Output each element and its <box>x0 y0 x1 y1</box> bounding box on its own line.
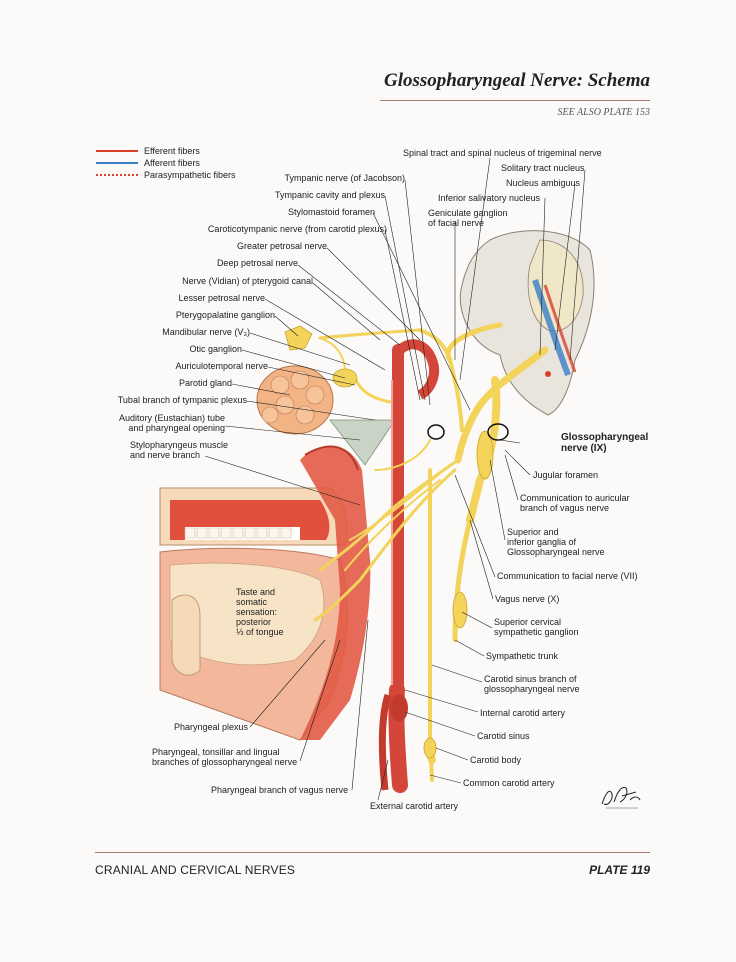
label-external-carotid: External carotid artery <box>370 801 459 811</box>
label-auditory-1: Auditory (Eustachian) tube <box>118 413 225 423</box>
label-parotid: Parotid gland <box>178 378 232 388</box>
label-greater-petrosal: Greater petrosal nerve <box>236 241 327 251</box>
label-stylopharyngeus-1: Stylopharyngeus muscle <box>130 440 229 450</box>
superior-cervical-ganglion <box>452 591 468 629</box>
footer-rule <box>95 852 650 853</box>
label-auriculotemporal: Auriculotemporal nerve <box>175 361 268 371</box>
label-geniculate-1: Geniculate ganglion <box>428 208 508 218</box>
see-also-note: SEE ALSO PLATE 153 <box>557 107 650 118</box>
label-comm-auricular-1: Communication to auricular <box>520 493 630 503</box>
label-nucleus-ambiguus: Nucleus ambiguus <box>506 178 581 188</box>
label-pharyngeal-vagus: Pharyngeal branch of vagus nerve <box>211 785 349 795</box>
superior-inferior-ganglia <box>476 430 494 480</box>
label-glossopharyngeal-1: Glossopharyngeal <box>561 432 649 443</box>
label-sympathetic-trunk: Sympathetic trunk <box>486 651 559 661</box>
label-solitary-tract: Solitary tract nucleus <box>501 163 585 173</box>
label-glossopharyngeal-2: nerve (IX) <box>561 443 607 454</box>
head-section-illustration <box>159 445 371 741</box>
label-tubal: Tubal branch of tympanic plexus <box>117 395 247 405</box>
label-caroticotympanic: Caroticotympanic nerve (from carotid ple… <box>207 224 387 234</box>
legend-afferent: Afferent fibers <box>96 157 236 169</box>
label-mandibular: Mandibular nerve (V₃) <box>162 327 250 337</box>
fiber-legend: Efferent fibers Afferent fibers Parasymp… <box>96 145 236 181</box>
label-carotid-sinus: Carotid sinus <box>477 731 530 741</box>
footer-section: CRANIAL AND CERVICAL NERVES <box>95 863 296 877</box>
label-sup-cervical-2: sympathetic ganglion <box>494 627 579 637</box>
label-vidian: Nerve (Vidian) of pterygoid canal <box>182 276 313 286</box>
label-tympanic-nerve: Tympanic nerve (of Jacobson) <box>284 173 405 183</box>
label-common-carotid: Common carotid artery <box>463 778 555 788</box>
label-ganglia-2: inferior ganglia of <box>507 537 577 547</box>
label-ganglia-3: Glossopharyngeal nerve <box>507 547 605 557</box>
label-internal-carotid: Internal carotid artery <box>480 708 566 718</box>
label-taste-4: posterior <box>236 617 272 627</box>
leader-lines <box>204 157 586 801</box>
label-comm-auricular-2: branch of vagus nerve <box>520 503 610 513</box>
label-carotid-body: Carotid body <box>470 755 522 765</box>
label-vagus: Vagus nerve (X) <box>495 594 560 604</box>
label-carotid-sinus-branch-2: glossopharyngeal nerve <box>484 684 580 694</box>
efferent-swatch <box>96 150 138 152</box>
label-stylomastoid: Stylomastoid foramen <box>287 207 375 217</box>
label-spinal-tract: Spinal tract and spinal nucleus of trige… <box>403 148 602 158</box>
label-taste-2: somatic <box>236 597 268 607</box>
label-jugular-foramen: Jugular foramen <box>533 470 599 480</box>
label-pharyngeal-branches-2: branches of glossopharyngeal nerve <box>152 757 298 767</box>
parotid-gland-illustration <box>256 365 334 435</box>
title-rule <box>380 100 650 101</box>
afferent-swatch <box>96 162 138 164</box>
legend-parasympathetic-label: Parasympathetic fibers <box>144 170 236 180</box>
plate-title: Glossopharyngeal Nerve: Schema <box>384 70 650 91</box>
label-auditory-2: and pharyngeal opening <box>128 423 225 433</box>
legend-efferent-label: Efferent fibers <box>144 146 200 156</box>
parasympathetic-swatch <box>96 174 138 176</box>
label-inferior-salivatory: Inferior salivatory nucleus <box>438 193 541 203</box>
jugular-foramen-rings <box>427 423 509 441</box>
label-pharyngeal-branches-1: Pharyngeal, tonsillar and lingual <box>152 747 280 757</box>
footer-plate-number: PLATE 119 <box>589 863 650 877</box>
label-taste-3: sensation: <box>236 607 278 617</box>
legend-afferent-label: Afferent fibers <box>144 158 200 168</box>
label-otic: Otic ganglion <box>189 344 242 354</box>
brainstem-illustration <box>459 230 595 416</box>
label-stylopharyngeus-2: and nerve branch <box>130 450 201 460</box>
label-sup-cervical-1: Superior cervical <box>494 617 562 627</box>
legend-efferent: Efferent fibers <box>96 145 236 157</box>
label-carotid-sinus-branch-1: Carotid sinus branch of <box>484 674 577 684</box>
label-pharyngeal-plexus: Pharyngeal plexus <box>174 722 249 732</box>
label-deep-petrosal: Deep petrosal nerve <box>216 258 298 268</box>
label-taste-1: Taste and <box>236 587 276 597</box>
artist-signature-icon <box>601 787 641 809</box>
label-geniculate-2: of facial nerve <box>428 218 485 228</box>
pterygopalatine-ganglion <box>284 325 313 351</box>
legend-parasympathetic: Parasympathetic fibers <box>96 169 236 181</box>
ganglia-illustration <box>284 325 494 759</box>
auditory-tube-illustration <box>329 419 396 466</box>
carotid-arteries-illustration <box>378 339 440 793</box>
label-comm-facial: Communication to facial nerve (VII) <box>497 571 638 581</box>
nerve-pathways-illustration <box>313 322 549 782</box>
label-ganglia-1: Superior and <box>507 527 559 537</box>
label-taste-5: ⅓ of tongue <box>236 627 284 637</box>
label-tympanic-cavity: Tympanic cavity and plexus <box>274 190 385 200</box>
label-pterygopalatine: Pterygopalatine ganglion <box>175 310 275 320</box>
carotid-body-ganglion <box>423 737 437 759</box>
label-lesser-petrosal: Lesser petrosal nerve <box>178 293 265 303</box>
